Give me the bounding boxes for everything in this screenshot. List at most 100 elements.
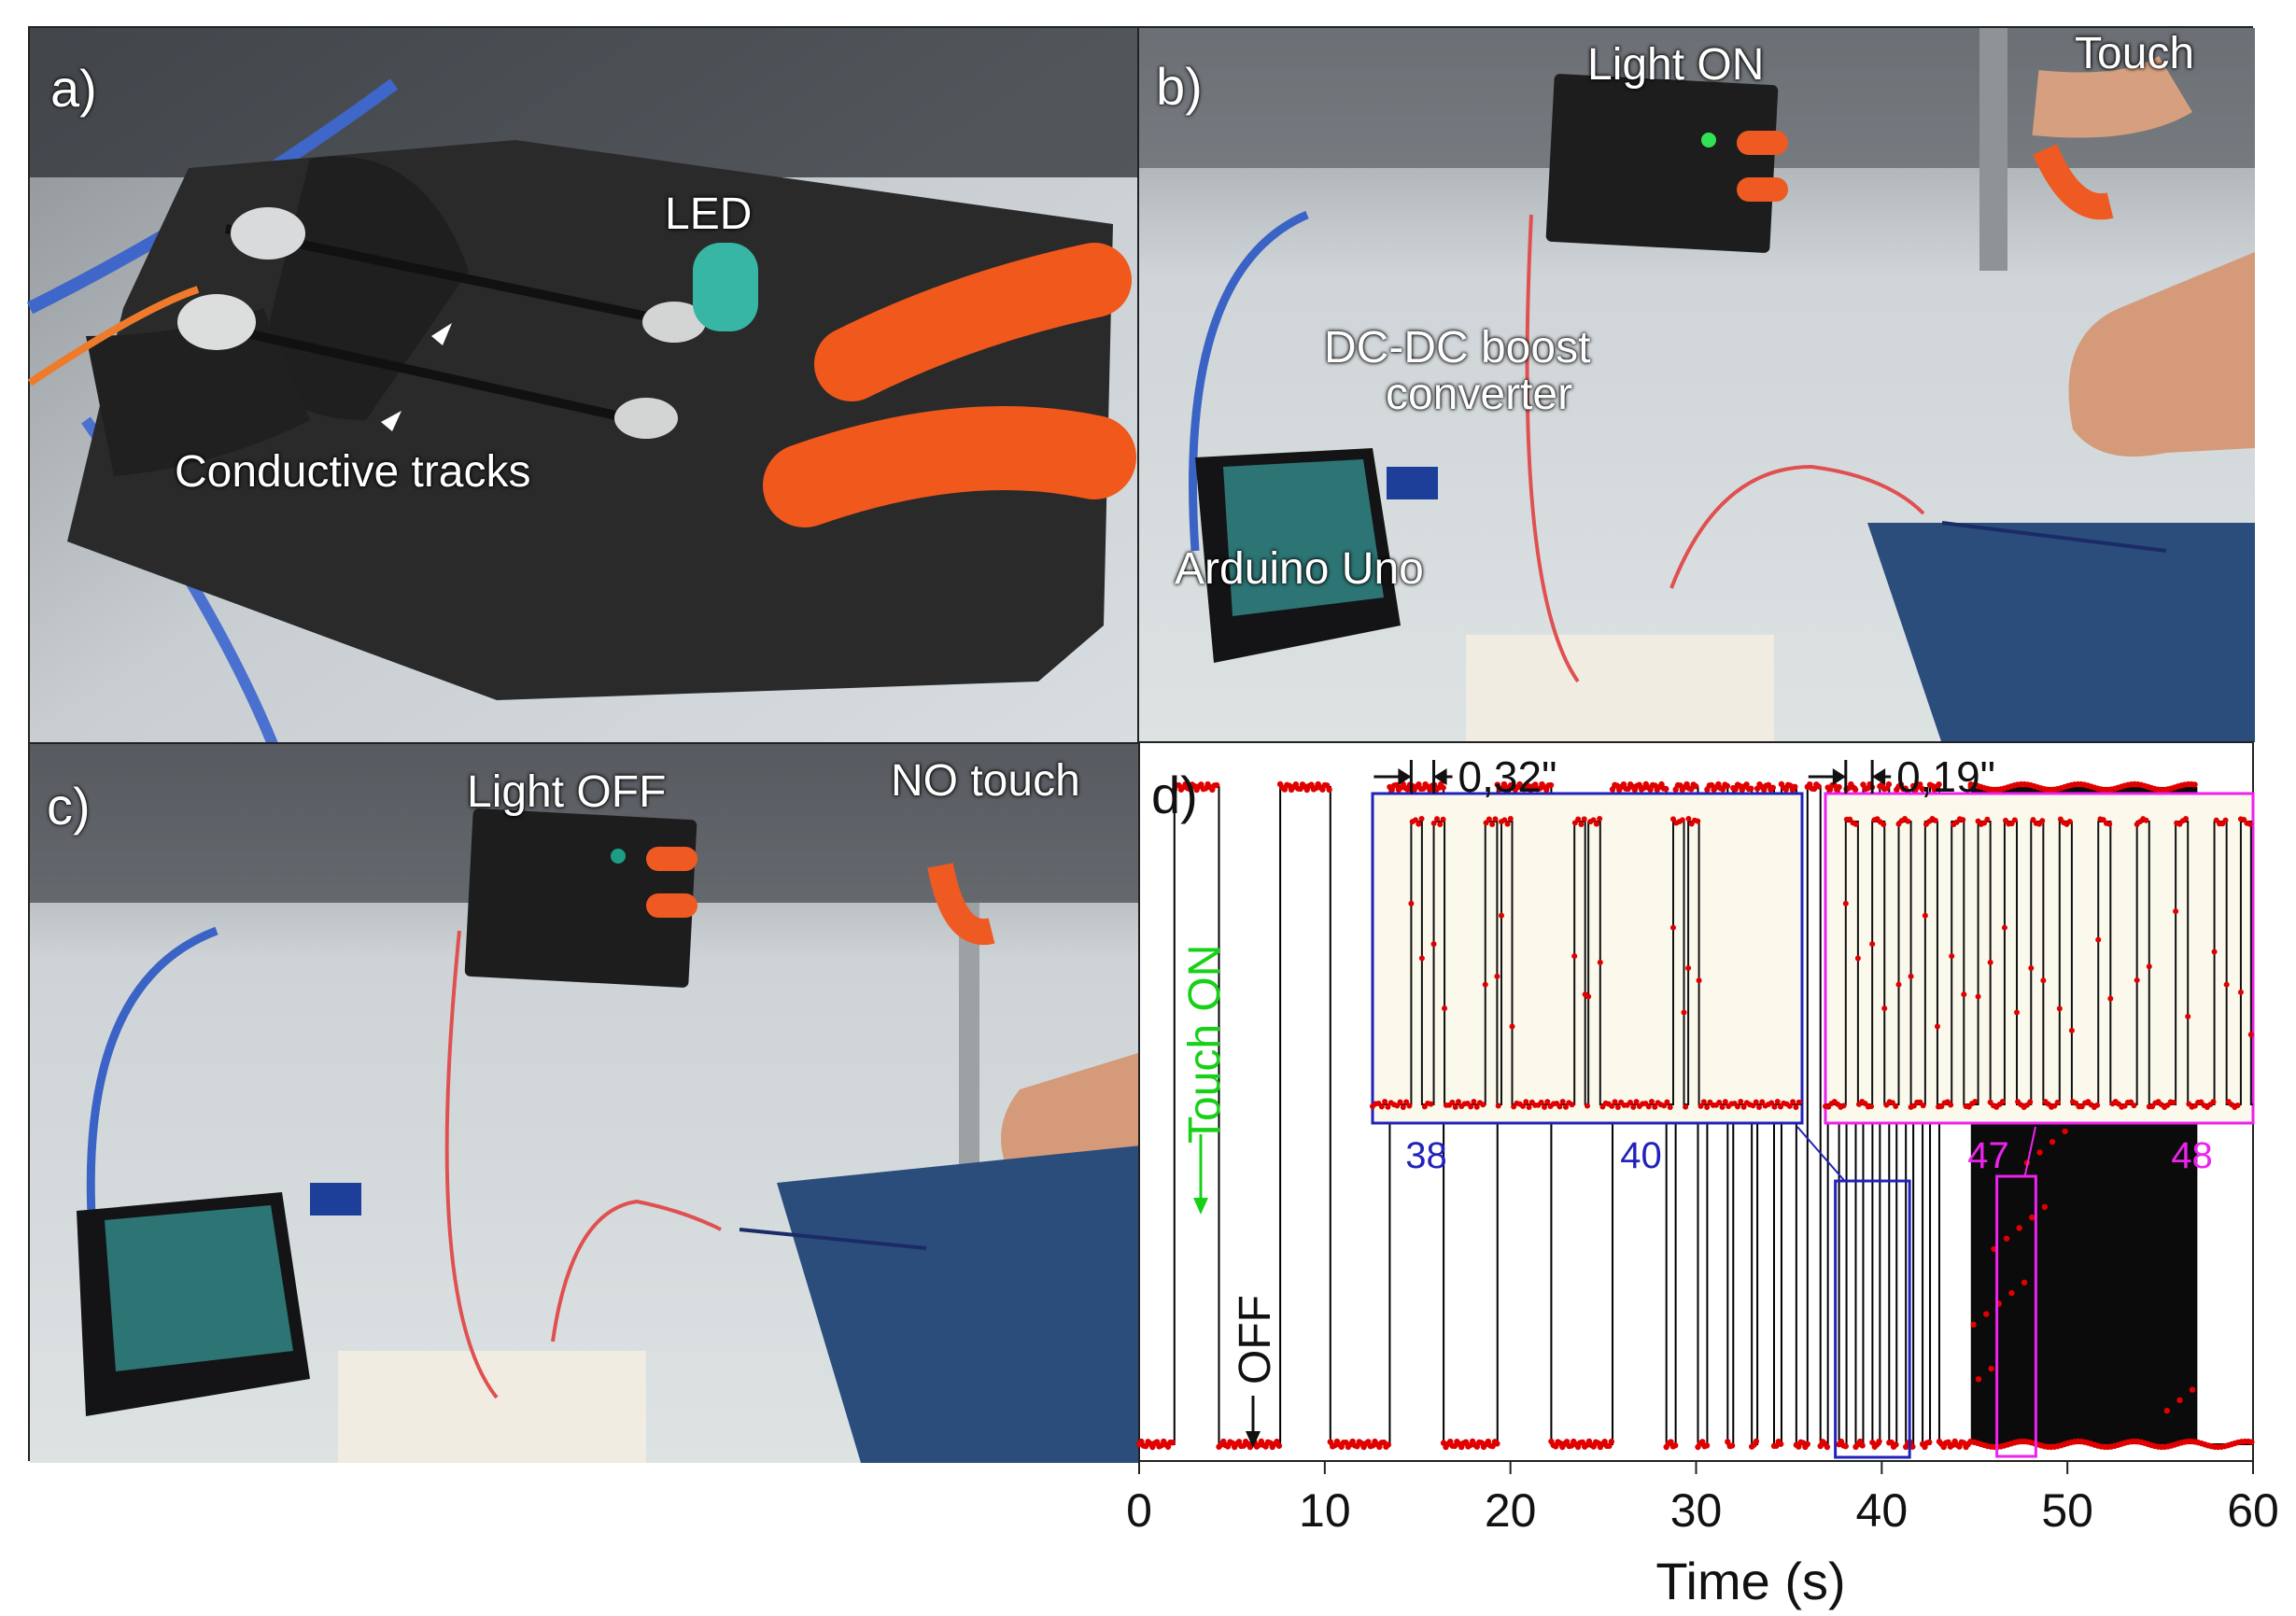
inset-point (1609, 1103, 1615, 1109)
data-point (1440, 784, 1446, 791)
data-point (1552, 1443, 1559, 1450)
x-tick-label: 40 (1856, 1484, 1909, 1537)
inset-point (1612, 1099, 1618, 1105)
inset-point (1768, 1100, 1775, 1106)
inset-point (1571, 953, 1578, 960)
data-point (1473, 1443, 1481, 1450)
data-point (1988, 1365, 1994, 1372)
inset-point (1920, 1103, 1926, 1109)
inset-point (2014, 1009, 2021, 1016)
inset-point (1418, 955, 1425, 962)
inset-point (2170, 1100, 2176, 1106)
inset-point (1507, 816, 1514, 822)
inset-point (1556, 1103, 1563, 1110)
inset-point (1735, 1103, 1740, 1110)
inset-point (1786, 1103, 1793, 1109)
inset-point (1719, 1103, 1726, 1110)
touch-on-label: Touch ON (1180, 945, 1230, 1144)
inset-point (1385, 1103, 1391, 1110)
data-point (1885, 780, 1893, 788)
inset-point (2234, 1102, 2241, 1108)
inset-point (1854, 955, 1861, 962)
inset-point (1868, 1103, 1875, 1110)
data-point (1909, 1443, 1916, 1450)
inset-frame (1824, 792, 2255, 1125)
inset-point (2247, 821, 2253, 827)
breadboard (1466, 635, 1774, 744)
inset-point (1972, 1099, 1979, 1105)
data-point (1169, 1440, 1176, 1446)
arrow-icon (381, 411, 401, 431)
inset-point (1922, 912, 1928, 919)
x-tick-label: 30 (1670, 1484, 1723, 1537)
inset-point (1581, 816, 1587, 822)
data-point (1281, 786, 1289, 793)
inset-point (1840, 1103, 1847, 1109)
inset-point (1418, 816, 1425, 822)
inset-point (1597, 959, 1603, 965)
data-point (1187, 786, 1193, 793)
data-point (1919, 785, 1925, 793)
data-point (1213, 781, 1220, 789)
led (693, 243, 758, 331)
inset-point (1695, 818, 1701, 824)
inset-point (2223, 981, 2230, 988)
data-point (1970, 1321, 1977, 1328)
inset-point (1756, 1103, 1762, 1110)
panel-a-scene (26, 28, 1139, 747)
inset-point (2068, 1027, 2075, 1033)
led-annotation: LED (665, 190, 753, 239)
inset-point (1501, 817, 1508, 823)
arrow-left-icon (1872, 768, 1886, 785)
data-point (1876, 1438, 1882, 1445)
inset-point (1722, 1099, 1728, 1105)
data-point (1699, 1439, 1706, 1445)
inset-point (1681, 1009, 1687, 1016)
no-touch-annotation: NO touch (891, 756, 1080, 806)
inset-point (1416, 821, 1422, 827)
inset-point (1494, 973, 1500, 979)
pad (642, 302, 706, 343)
arrow-down-icon (1193, 1198, 1208, 1215)
orange-electrode (763, 406, 1136, 527)
inset-point (1614, 1103, 1621, 1110)
inset-point (2247, 1032, 2254, 1038)
data-point (2191, 781, 2198, 788)
data-point (1608, 1439, 1615, 1445)
inset-point (2094, 1102, 2101, 1108)
inset-point (1679, 817, 1685, 823)
zoom-connector-2 (2023, 1126, 2036, 1177)
data-point (1815, 783, 1822, 790)
data-point (2041, 1203, 2049, 1211)
data-point (1792, 783, 1798, 791)
inset-point (1774, 1099, 1781, 1105)
data-point (1748, 785, 1754, 792)
panel-c-scene (30, 744, 1141, 1463)
data-point (1926, 1439, 1933, 1446)
data-point (1385, 1441, 1392, 1448)
inset-point (1382, 1099, 1388, 1105)
inset-point (1542, 1103, 1547, 1110)
inset-point (1400, 1103, 1406, 1110)
panel-c-photo: c) Light OFF NO touch (28, 742, 1141, 1463)
inset-point (1486, 816, 1492, 822)
data-point (1804, 1440, 1810, 1448)
data-point (2176, 1397, 2183, 1404)
inset-point (2107, 995, 2114, 1002)
inset-point (2183, 816, 2190, 822)
panel-b-scene (1139, 28, 2255, 744)
breadboard (338, 1351, 646, 1463)
inset-point (1740, 1103, 1747, 1110)
data-point (1936, 781, 1942, 788)
inset-point (2106, 821, 2113, 827)
sensor-board (1545, 74, 1779, 253)
light-on-annotation: Light ON (1587, 40, 1765, 90)
data-point (1354, 1443, 1360, 1450)
inset-point (1585, 1103, 1590, 1109)
data-point (1724, 782, 1731, 790)
data-point (1672, 1442, 1679, 1449)
touch-annotation: Touch (2075, 29, 2195, 78)
